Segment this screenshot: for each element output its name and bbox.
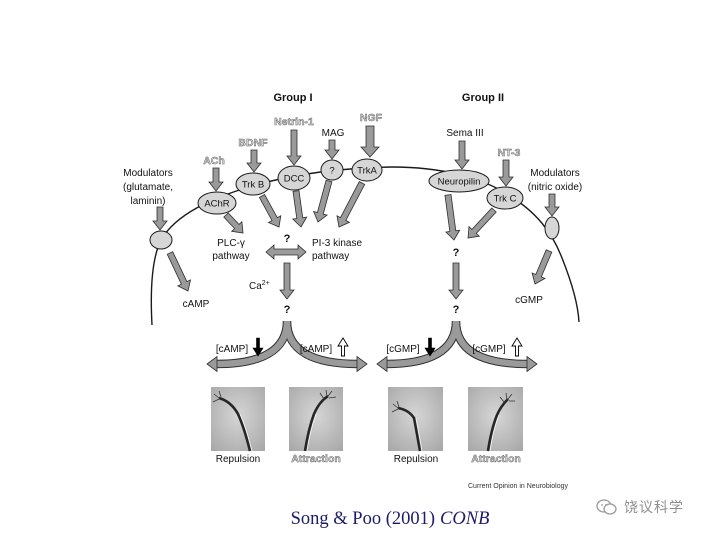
cgmp-label: cGMP	[515, 295, 543, 306]
pi3k-pathway-label: PI-3 kinase	[312, 238, 362, 249]
watermark-text: 饶议科学	[624, 500, 684, 516]
modulators-left-line: laminin)	[130, 196, 165, 207]
receptor-neuropilin: Neuropilin	[428, 169, 490, 193]
arrow-group2-down	[448, 262, 464, 300]
receptor-achr-label: AChR	[204, 199, 229, 210]
receptor-dcc: DCC	[277, 165, 311, 191]
arrow-modulator-to-cgmp	[531, 249, 553, 285]
ligand-sema: Sema III	[446, 128, 483, 139]
plc-pathway-label: PLC-γ	[217, 238, 245, 249]
receptor-trkb: Trk B	[235, 172, 271, 196]
micrograph-attraction	[468, 387, 523, 452]
arrow-neuropilin-down	[444, 194, 461, 241]
arrow-sema-to-neuropilin	[454, 140, 470, 170]
panel-label-repulsion: Repulsion	[216, 454, 260, 465]
receptor-trkc: Trk C	[486, 186, 524, 210]
citation: Song & Poo (2001)CONB	[250, 509, 530, 530]
arrow-trka-to-pi3k	[336, 181, 366, 228]
modulators-left-line: (glutamate,	[123, 182, 173, 193]
arrow-trkb-to-plc	[258, 194, 282, 228]
ligand-mag: MAG	[322, 128, 345, 139]
group-2-upstream-unknown: ?	[453, 247, 460, 259]
receptor-dcc-label: DCC	[284, 174, 305, 185]
ligand-netrin: Netrin-1	[274, 116, 314, 128]
arrow-achr-to-plc	[223, 212, 244, 234]
ligand-ach: ACh	[203, 155, 225, 167]
arrow-calcium-down	[279, 262, 295, 300]
group-1-split-arrow-right-arrowhead	[356, 355, 368, 373]
arrow-netrin-to-dcc	[286, 129, 302, 166]
calcium-symbol: Ca	[249, 281, 262, 292]
ligand-bdnf: BDNF	[238, 137, 268, 149]
ligand-ngf: NGF	[360, 112, 383, 124]
group-2-downstream-unknown: ?	[453, 304, 460, 316]
panel-label-attraction: Attraction	[471, 453, 521, 465]
arrow-modulators-left	[152, 206, 168, 231]
figure-source: Current Opinion in Neurobiology	[468, 483, 568, 490]
down-arrow-icon	[424, 337, 436, 357]
up-arrow-icon	[511, 337, 523, 357]
citation-journal: CONB	[440, 509, 490, 529]
up-arrow-icon	[337, 337, 349, 357]
group-2-split-arrow-left-arrowhead	[376, 355, 388, 373]
panel-label-repulsion: Repulsion	[394, 454, 438, 465]
pathway-arrows	[152, 125, 560, 373]
arrow-ngf-to-trka	[360, 125, 380, 158]
group-2-split-arrow-right-branch	[452, 320, 529, 368]
arrow-modulator-to-camp	[166, 251, 192, 292]
arrow-ach-to-achr	[208, 167, 224, 192]
group-2-header: Group II	[462, 92, 504, 104]
modulators-right-line: Modulators	[530, 168, 579, 179]
modulators-right-line: (nitric oxide)	[528, 182, 582, 193]
modulators-left-line: Modulators	[123, 168, 172, 179]
wechat-icon	[596, 499, 617, 515]
outcome-label: [cAMP]	[216, 344, 248, 355]
receptor-neuropilin-label: Neuropilin	[438, 177, 481, 188]
calcium-charge: 2+	[262, 280, 270, 287]
receptor-trkb-label: Trk B	[242, 180, 264, 191]
down-arrow-icon	[252, 337, 264, 357]
group-1-downstream-unknown: ?	[284, 304, 291, 316]
arrow-dcc-to-pi3k	[291, 190, 308, 228]
micrograph-repulsion	[388, 387, 443, 452]
group-1-split-arrow-left-arrowhead	[206, 355, 218, 373]
receptor-trka-label: TrkA	[357, 166, 377, 177]
arrow-nt3-to-trkc	[498, 159, 514, 187]
group-1-header: Group I	[273, 92, 312, 104]
arrow-mag-receptor-to-pi3k	[312, 179, 333, 223]
receptor-achr: AChR	[197, 191, 237, 215]
outcome-label: [cGMP]	[472, 344, 506, 355]
camp-label: cAMP	[183, 299, 210, 310]
citation-authors: Song & Poo (2001)	[290, 509, 436, 529]
arrow-mag-to-receptor	[324, 139, 340, 160]
plc-pathway-label: pathway	[212, 251, 249, 262]
pi3k-pathway-label: pathway	[312, 251, 349, 262]
modulator-receptor-right	[544, 216, 560, 240]
ligand-nt3: NT-3	[498, 147, 521, 159]
modulator-receptor-left	[149, 230, 173, 250]
watermark: 饶议科学	[596, 497, 684, 517]
group-2-split-arrow-right-arrowhead	[526, 355, 538, 373]
arrow-modulators-right	[544, 193, 560, 217]
receptor-trkc-label: Trk C	[494, 194, 517, 205]
outcome-label: [cAMP]	[300, 344, 332, 355]
arrow-bdnf-to-trkb	[246, 149, 262, 173]
receptor-mag-unknown: ?	[320, 159, 344, 181]
outcome-label: [cGMP]	[386, 344, 420, 355]
group-1-split-arrow-right-branch	[283, 320, 359, 368]
receptor-mag-label: ?	[329, 166, 334, 177]
micrograph-attraction	[289, 387, 343, 452]
calcium-label: Ca2+	[249, 280, 270, 292]
micrograph-repulsion	[211, 387, 265, 452]
panel-label-attraction: Attraction	[291, 453, 341, 465]
receptor-trka: TrkA	[351, 158, 383, 182]
crosstalk-unknown: ?	[284, 233, 291, 245]
arrow-plc-pi3k-crosstalk	[265, 244, 307, 260]
arrow-trkc-down	[467, 207, 497, 239]
